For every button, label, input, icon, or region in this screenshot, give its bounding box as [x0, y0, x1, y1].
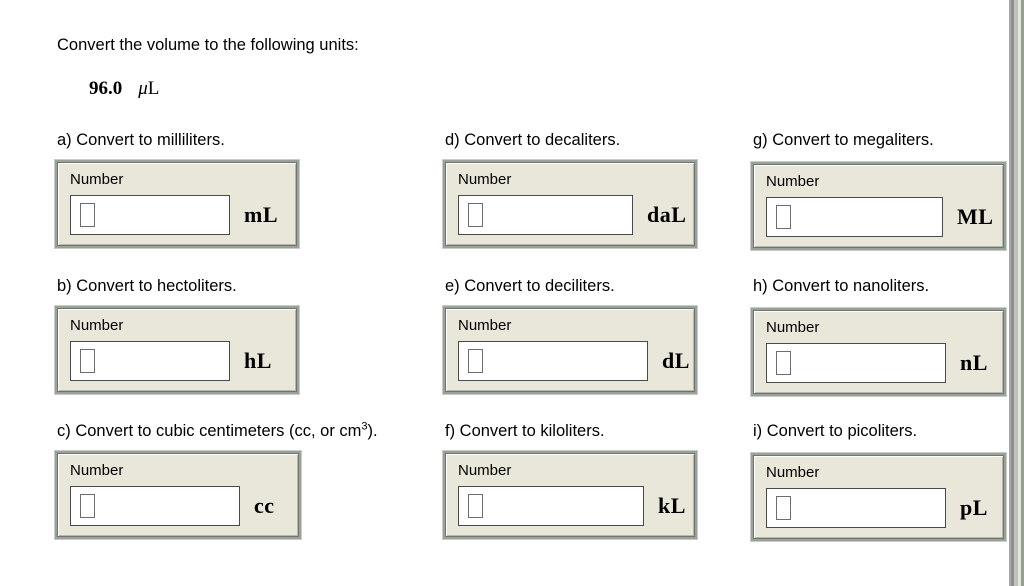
answer-panel-h: Number nL	[753, 310, 1004, 394]
scrollbar-thumb[interactable]	[1011, 0, 1014, 586]
answer-panel-a-inner: Number mL	[58, 171, 296, 245]
answer-panel-a: Number mL	[57, 162, 297, 246]
answer-input-i[interactable]	[766, 488, 946, 528]
answer-panel-f: Number kL	[445, 453, 695, 537]
answer-panel-d: Number daL	[445, 162, 695, 246]
entry-row-g: ML	[766, 197, 994, 237]
text-caret-icon	[776, 496, 791, 520]
answer-panel-h-inner: Number nL	[754, 319, 1003, 393]
question-c-label-post: ).	[367, 422, 378, 440]
micro-symbol: μ	[138, 78, 148, 99]
question-e-label: e) Convert to deciliters.	[445, 277, 615, 295]
question-c-label: c) Convert to cubic centimeters (cc, or …	[57, 420, 378, 441]
question-b: b) Convert to hectoliters. Number hL	[57, 277, 297, 392]
scrollbar-track-segment	[1009, 0, 1011, 586]
entry-row-i: pL	[766, 488, 991, 528]
answer-input-d[interactable]	[458, 195, 633, 235]
text-caret-icon	[80, 349, 95, 373]
entry-row-c: cc	[70, 486, 286, 526]
text-caret-icon	[468, 494, 483, 518]
page-title: Convert the volume to the following unit…	[57, 36, 359, 54]
panel-title-a: Number	[70, 171, 124, 188]
question-c-label-pre: c) Convert to cubic centimeters (cc, or …	[57, 422, 362, 440]
entry-row-b: hL	[70, 341, 284, 381]
answer-panel-e: Number dL	[445, 308, 695, 392]
entry-row-h: nL	[766, 343, 991, 383]
answer-panel-d-inner: Number daL	[446, 171, 694, 245]
question-c: c) Convert to cubic centimeters (cc, or …	[57, 420, 378, 537]
panel-title-h: Number	[766, 319, 820, 336]
panel-title-d: Number	[458, 171, 512, 188]
scrollbar-highlight	[1014, 0, 1016, 586]
question-d: d) Convert to decaliters. Number daL	[445, 131, 695, 246]
panel-title-e: Number	[458, 317, 512, 334]
question-f: f) Convert to kiloliters. Number kL	[445, 422, 695, 537]
panel-title-c: Number	[70, 462, 124, 479]
answer-panel-i: Number pL	[753, 455, 1004, 539]
text-caret-icon	[776, 351, 791, 375]
answer-panel-b-inner: Number hL	[58, 317, 296, 391]
question-g-label: g) Convert to megaliters.	[753, 131, 934, 149]
panel-title-g: Number	[766, 173, 820, 190]
question-g: g) Convert to megaliters. Number ML	[753, 131, 1004, 248]
answer-input-a[interactable]	[70, 195, 230, 235]
unit-label-g: ML	[957, 204, 994, 229]
given-unit: μL	[138, 78, 159, 99]
question-h: h) Convert to nanoliters. Number nL	[753, 277, 1004, 394]
answer-panel-g: Number ML	[753, 164, 1004, 248]
answer-panel-c: Number cc	[57, 453, 299, 537]
frame-border-light	[1018, 0, 1021, 586]
unit-label-c: cc	[254, 493, 275, 518]
answer-panel-i-inner: Number pL	[754, 464, 1003, 538]
unit-label-a: mL	[244, 202, 278, 227]
text-caret-icon	[468, 203, 483, 227]
question-c-label-superscript: 3	[361, 420, 368, 433]
answer-panel-e-inner: Number dL	[446, 317, 694, 391]
question-b-label: b) Convert to hectoliters.	[57, 277, 237, 295]
text-caret-icon	[80, 494, 95, 518]
answer-panel-b: Number hL	[57, 308, 297, 392]
question-f-label: f) Convert to kiloliters.	[445, 422, 605, 440]
question-i-label: i) Convert to picoliters.	[753, 422, 918, 440]
question-a: a) Convert to milliliters. Number mL	[57, 131, 297, 246]
answer-input-c[interactable]	[70, 486, 240, 526]
given-value: 96.0	[89, 78, 123, 99]
given-quantity: 96.0 μL	[89, 78, 159, 100]
panel-title-b: Number	[70, 317, 124, 334]
frame-border-outer	[1021, 0, 1024, 586]
question-h-label: h) Convert to nanoliters.	[753, 277, 930, 295]
question-i: i) Convert to picoliters. Number pL	[753, 422, 1004, 539]
panel-title-f: Number	[458, 462, 512, 479]
vertical-scrollbar[interactable]	[1005, 0, 1024, 586]
entry-row-a: mL	[70, 195, 284, 235]
answer-panel-g-inner: Number ML	[754, 173, 1003, 247]
panel-title-i: Number	[766, 464, 820, 481]
question-a-label: a) Convert to milliliters.	[57, 131, 225, 149]
frame-border-inner	[1016, 0, 1018, 586]
unit-label-e: dL	[662, 348, 690, 373]
given-unit-rest: L	[147, 78, 160, 99]
text-caret-icon	[468, 349, 483, 373]
answer-input-e[interactable]	[458, 341, 648, 381]
entry-row-f: kL	[458, 486, 685, 526]
answer-input-b[interactable]	[70, 341, 230, 381]
text-caret-icon	[776, 205, 791, 229]
unit-label-f: kL	[658, 493, 686, 518]
entry-row-d: daL	[458, 195, 686, 235]
answer-panel-c-inner: Number cc	[58, 462, 298, 536]
unit-label-b: hL	[244, 348, 272, 373]
unit-label-d: daL	[647, 202, 687, 227]
answer-input-f[interactable]	[458, 486, 644, 526]
text-caret-icon	[80, 203, 95, 227]
question-e: e) Convert to deciliters. Number dL	[445, 277, 695, 392]
entry-row-e: dL	[458, 341, 689, 381]
question-d-label: d) Convert to decaliters.	[445, 131, 621, 149]
unit-label-h: nL	[960, 350, 988, 375]
unit-label-i: pL	[960, 495, 988, 520]
answer-input-h[interactable]	[766, 343, 946, 383]
answer-input-g[interactable]	[766, 197, 943, 237]
answer-panel-f-inner: Number kL	[446, 462, 694, 536]
